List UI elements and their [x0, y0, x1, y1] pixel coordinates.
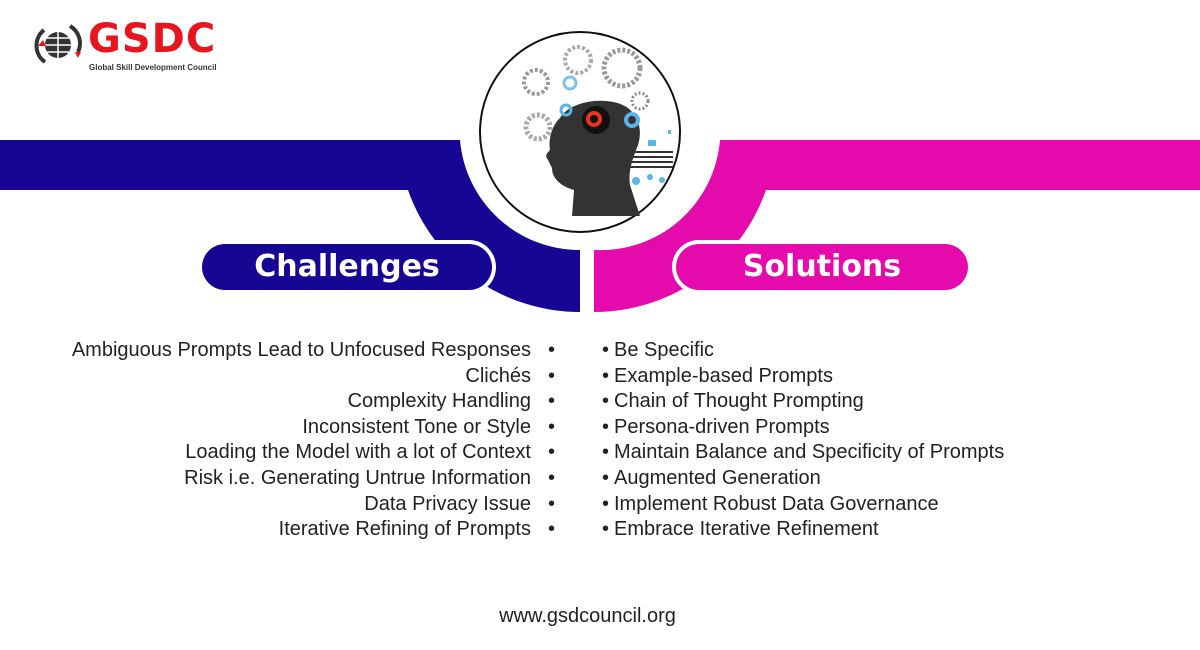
- solution-item: •Maintain Balance and Specificity of Pro…: [602, 440, 1004, 466]
- solutions-band: [594, 140, 1200, 313]
- challenge-text: Inconsistent Tone or Style: [302, 415, 531, 438]
- solution-item: •Embrace Iterative Refinement: [602, 517, 1004, 543]
- solution-text: Augmented Generation: [614, 466, 821, 489]
- challenge-item: Complexity Handling •: [72, 389, 555, 415]
- solution-item: •Augmented Generation: [602, 466, 1004, 492]
- bullet-icon: •: [547, 441, 555, 464]
- bullet-icon: •: [547, 518, 555, 541]
- bullet-icon: •: [547, 492, 555, 515]
- challenge-item: Data Privacy Issue •: [72, 492, 555, 518]
- challenge-item: Loading the Model with a lot of Context •: [72, 440, 555, 466]
- challenge-text: Risk i.e. Generating Untrue Information: [184, 466, 531, 489]
- gsdc-logo-globe: [34, 24, 82, 64]
- challenge-text: Data Privacy Issue: [364, 492, 531, 515]
- solution-item: •Implement Robust Data Governance: [602, 492, 1004, 518]
- head-gears-illustration: [479, 31, 681, 233]
- solution-item: •Chain of Thought Prompting: [602, 389, 1004, 415]
- challenge-item: Risk i.e. Generating Untrue Information •: [72, 466, 555, 492]
- bullet-icon: •: [602, 364, 610, 387]
- bullet-icon: •: [547, 339, 555, 361]
- bullet-icon: •: [602, 415, 610, 438]
- bullet-icon: •: [602, 390, 610, 413]
- challenges-band: [0, 140, 580, 313]
- bullet-icon: •: [547, 390, 555, 413]
- logo-subtitle: Global Skill Development Council: [89, 63, 217, 72]
- solution-text: Maintain Balance and Specificity of Prom…: [614, 441, 1005, 464]
- challenge-item: Inconsistent Tone or Style •: [72, 415, 555, 441]
- solution-text: Be Specific: [614, 339, 715, 361]
- challenge-text: Ambiguous Prompts Lead to Unfocused Resp…: [71, 339, 531, 361]
- bullet-icon: •: [602, 466, 610, 489]
- challenge-text: Complexity Handling: [347, 390, 531, 413]
- challenge-item: Ambiguous Prompts Lead to Unfocused Resp…: [72, 338, 555, 364]
- footer-url: www.gsdcouncil.org: [499, 605, 676, 627]
- solution-item: •Be Specific: [602, 338, 1004, 364]
- bullet-icon: •: [602, 492, 610, 515]
- challenge-item: Clichés •: [72, 364, 555, 390]
- solution-item: •Persona-driven Prompts: [602, 415, 1004, 441]
- bullet-icon: •: [547, 466, 555, 489]
- challenge-text: Iterative Refining of Prompts: [278, 518, 531, 541]
- solution-item: •Example-based Prompts: [602, 364, 1004, 390]
- challenges-list: Ambiguous Prompts Lead to Unfocused Resp…: [72, 338, 555, 543]
- solution-text: Embrace Iterative Refinement: [614, 518, 879, 541]
- solution-text: Chain of Thought Prompting: [614, 390, 864, 413]
- logo-name: GSDC: [88, 16, 217, 62]
- bullet-icon: •: [547, 364, 555, 387]
- bullet-icon: •: [547, 415, 555, 438]
- challenge-text: Clichés: [465, 364, 531, 387]
- bullet-icon: •: [602, 441, 610, 464]
- solution-text: Persona-driven Prompts: [614, 415, 830, 438]
- solutions-list: •Be Specific •Example-based Prompts •Cha…: [602, 338, 1004, 543]
- challenges-heading: Challenges: [202, 244, 492, 290]
- challenge-item: Iterative Refining of Prompts •: [72, 517, 555, 543]
- solution-text: Implement Robust Data Governance: [614, 492, 939, 515]
- solution-text: Example-based Prompts: [614, 364, 833, 387]
- bullet-icon: •: [602, 518, 610, 541]
- challenge-text: Loading the Model with a lot of Context: [185, 441, 531, 464]
- bullet-icon: •: [602, 339, 610, 361]
- solutions-heading: Solutions: [676, 244, 968, 290]
